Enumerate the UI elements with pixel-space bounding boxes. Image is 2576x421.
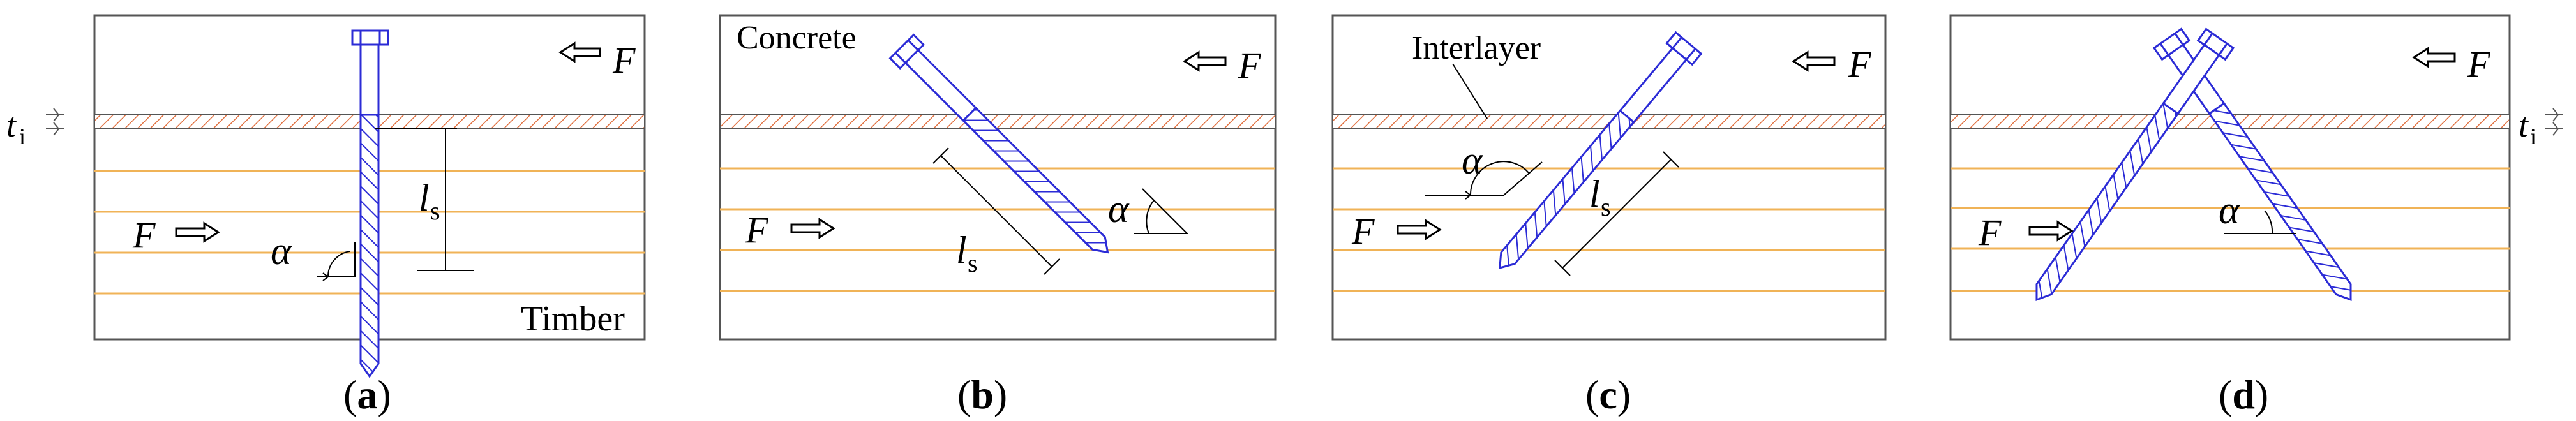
panel-caption: (b)	[957, 372, 1007, 417]
force-arrow-top	[1183, 50, 1227, 72]
force-label-top: F	[612, 40, 636, 81]
interlayer-leader	[1452, 63, 1488, 119]
timber-lamination-lines	[1333, 167, 1885, 292]
specimen-frame	[719, 14, 1277, 341]
force-label-bottom: F	[132, 214, 156, 256]
screw	[351, 29, 389, 378]
material-label-concrete: Concrete	[737, 20, 857, 56]
angle-marker	[1425, 161, 1543, 200]
material-label-interlayer: Interlayer	[1412, 30, 1541, 66]
force-arrow-top	[1792, 50, 1836, 72]
angle-marker	[1134, 188, 1188, 234]
angle-symbol: α	[1462, 139, 1483, 182]
panel-d: F F α t i (d)	[1949, 14, 2563, 417]
panel-b: F F l s α Concrete (b)	[719, 14, 1277, 417]
force-arrow-bottom	[1397, 219, 1442, 240]
thickness-symbol: t	[2519, 106, 2529, 144]
length-symbol: l	[419, 177, 430, 219]
thickness-symbol: t	[6, 106, 17, 144]
specimen-frame	[1331, 14, 1887, 341]
length-subscript: s	[430, 196, 440, 225]
length-symbol: l	[956, 229, 967, 271]
angle-symbol: α	[271, 230, 292, 273]
panel-c: F F l s α Interlayer (c)	[1331, 14, 1887, 417]
screw	[1499, 31, 1703, 269]
angle-marker	[317, 242, 356, 281]
screw	[888, 33, 1109, 254]
length-dimension	[375, 128, 474, 271]
panel-caption: (d)	[2219, 372, 2268, 417]
length-subscript: s	[1601, 193, 1611, 221]
panel-caption: (a)	[343, 372, 391, 417]
force-arrow-bottom	[790, 218, 835, 239]
interlayer-band	[719, 114, 1276, 129]
angle-symbol: α	[1108, 188, 1130, 231]
length-symbol: l	[1589, 173, 1600, 215]
length-subscript: s	[968, 249, 978, 277]
force-label-bottom: F	[1351, 211, 1375, 252]
force-arrow-bottom	[175, 221, 220, 243]
panel-a: t i F F l s α Timber (a)	[6, 14, 646, 417]
force-label-bottom: F	[1978, 212, 2002, 253]
length-dimension	[932, 147, 1060, 275]
length-dimension	[1554, 151, 1679, 276]
thickness-marker	[46, 108, 64, 136]
angle-symbol: α	[2219, 189, 2240, 232]
force-label-top: F	[2467, 43, 2490, 85]
timber-lamination-lines	[720, 167, 1275, 292]
material-label-timber: Timber	[521, 299, 625, 339]
screw-right	[2035, 27, 2235, 302]
thickness-subscript: i	[2530, 124, 2536, 149]
force-label-top: F	[1238, 45, 1261, 86]
angle-marker	[2224, 210, 2296, 234]
force-label-bottom: F	[745, 209, 768, 251]
thickness-subscript: i	[19, 124, 26, 149]
force-label-top: F	[1848, 43, 1871, 85]
force-arrow-top	[2412, 47, 2456, 68]
panel-caption: (c)	[1585, 372, 1631, 417]
force-arrow-top	[558, 41, 601, 63]
thickness-marker	[2545, 108, 2563, 136]
force-arrow-bottom	[2028, 220, 2074, 242]
